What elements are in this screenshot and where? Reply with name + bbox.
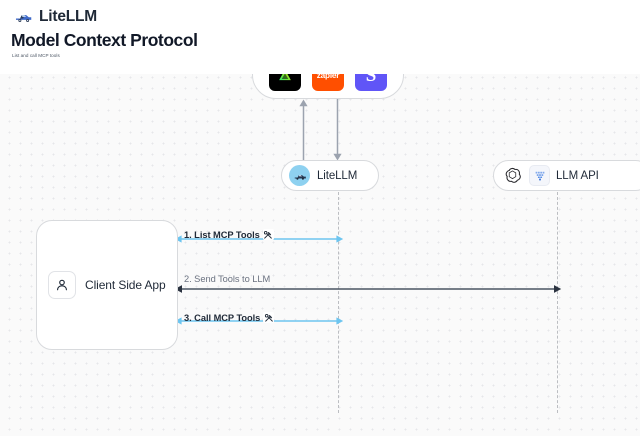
node-client-side-app-label: Client Side App [85, 278, 166, 292]
user-icon [48, 271, 76, 299]
node-litellm[interactable]: LiteLLM [281, 160, 379, 191]
lifeline-litellm [338, 192, 339, 413]
page-header: LiteLLM Model Context Protocol List and … [0, 0, 640, 74]
page-title: Model Context Protocol [11, 30, 198, 50]
edge-label-step-1: 1. List MCP Tools [184, 229, 274, 240]
arrow-step-3 [174, 317, 344, 325]
page-subtitle: List and call MCP tools [12, 53, 60, 58]
hammer-and-wrench-icon [263, 312, 275, 323]
edge-label-step-2-text: 2. Send Tools to LLM [184, 274, 271, 284]
node-llm-api[interactable]: LLM API [493, 160, 640, 191]
brand[interactable]: LiteLLM [14, 7, 97, 26]
openai-icon [502, 165, 523, 186]
arrow-litellm-to-tools-down [333, 99, 342, 161]
edge-label-step-3: 3. Call MCP Tools [184, 312, 275, 323]
node-llm-api-label: LLM API [556, 169, 599, 182]
arrow-step-1 [174, 235, 344, 243]
brand-name: LiteLLM [39, 7, 98, 25]
node-litellm-label: LiteLLM [317, 169, 358, 182]
supabase-tool-label: S [365, 64, 377, 86]
lifeline-llm-api [557, 192, 558, 413]
arrow-step-2 [174, 285, 562, 293]
arrow-tools-to-litellm-up [299, 99, 308, 161]
litellm-badge-icon [289, 165, 310, 186]
edge-label-step-3-text: 3. Call MCP Tools [184, 312, 261, 323]
zapier-tool-label: zapier [316, 70, 340, 80]
edge-label-step-1-text: 1. List MCP Tools [184, 229, 260, 240]
litellm-truck-logo-icon [14, 7, 33, 26]
gemini-icon [529, 165, 550, 186]
edge-label-step-2: 2. Send Tools to LLM [184, 274, 270, 284]
hammer-and-wrench-icon [262, 229, 274, 240]
node-client-side-app[interactable]: Client Side App [36, 220, 178, 350]
